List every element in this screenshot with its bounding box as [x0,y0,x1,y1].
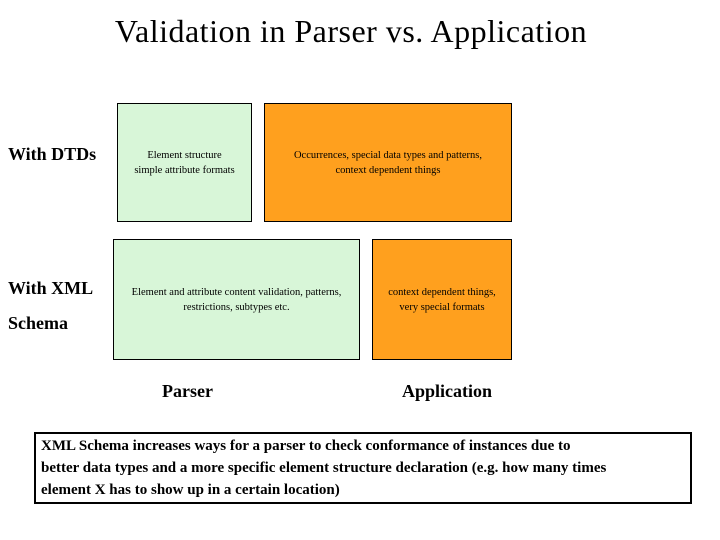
row-label-with-xml-schema: With XML Schema [8,278,94,333]
column-label-parser: Parser [162,381,213,401]
summary-note: XML Schema increases ways for a parser t… [34,432,692,504]
cell-schema-application: context dependent things, very special f… [372,239,512,360]
cell-dtds-parser: Element structure simple attribute forma… [117,103,252,222]
row-label-with-dtds: With DTDs [8,144,97,164]
cell-schema-parser: Element and attribute content validation… [113,239,360,360]
slide-title: Validation in Parser vs. Application [114,13,588,49]
cell-dtds-application: Occurrences, special data types and patt… [264,103,512,222]
column-label-application: Application [402,381,493,401]
